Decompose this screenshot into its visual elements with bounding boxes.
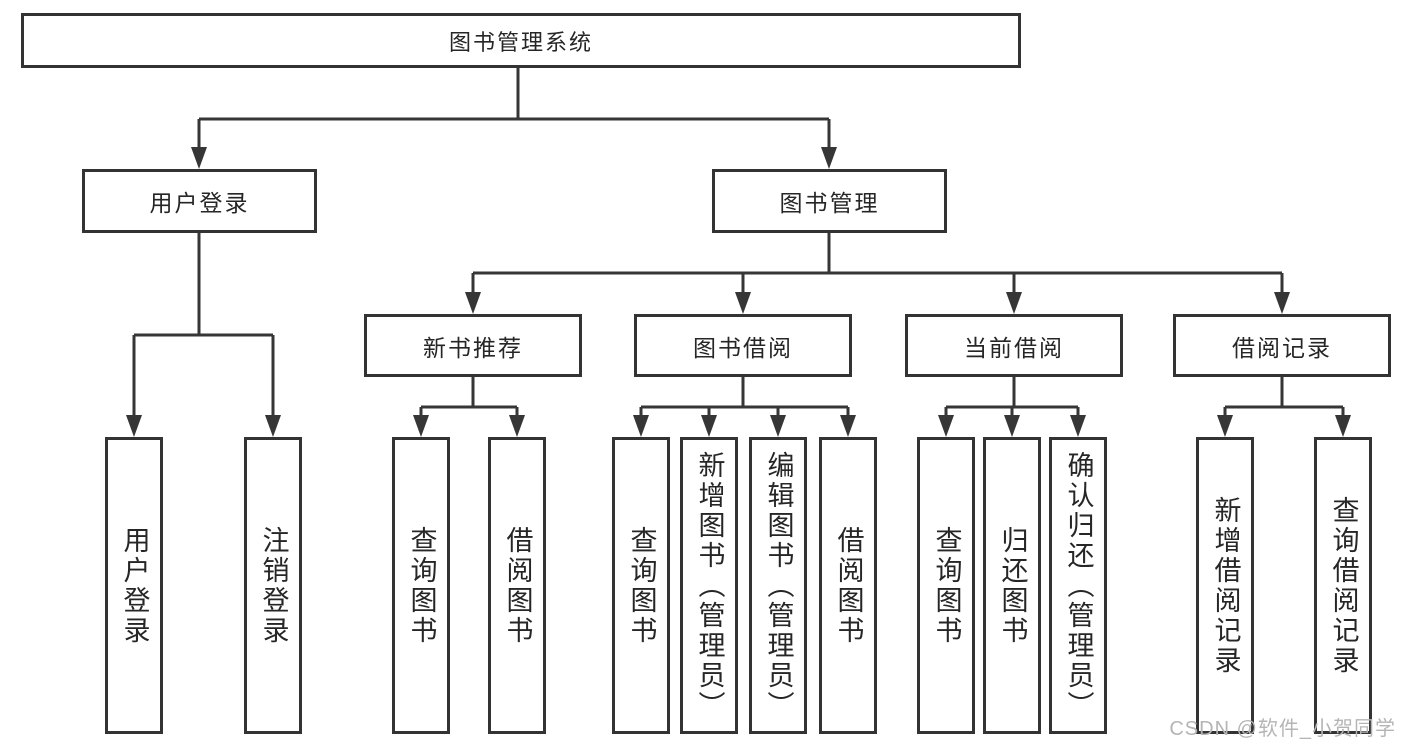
node-current-borrow: 当前借阅 [905,314,1123,377]
node-book-borrow: 图书借阅 [634,314,852,377]
node-label: 图书管理系统 [448,29,593,55]
leaf-label: 借阅图书 [833,525,864,646]
node-label: 用户登录 [149,190,250,216]
leaf-add-borrow-record: 新增借阅记录 [1196,437,1254,734]
leaf-label: 归还图书 [997,525,1028,646]
leaf-query-borrow-record: 查询借阅记录 [1314,437,1372,734]
node-user-login: 用户登录 [82,169,317,233]
leaf-label: 查询图书 [931,525,962,646]
watermark: CSDN @软件_小贺同学 [1169,718,1396,740]
node-book-management: 图书管理 [712,169,947,233]
node-label: 图书管理 [779,190,880,216]
leaf-label: 查询图书 [626,525,657,646]
leaf-label: 编辑图书（管理员） [763,450,794,721]
leaf-confirm-return-admin: 确认归还（管理员） [1049,437,1107,734]
leaf-label: 注销登录 [258,525,289,646]
leaf-edit-book-admin: 编辑图书（管理员） [749,437,807,734]
node-borrow-records: 借阅记录 [1173,314,1391,377]
leaf-label: 新增图书（管理员） [694,450,725,721]
leaf-logout: 注销登录 [244,437,302,734]
leaf-label: 用户登录 [119,525,150,646]
leaf-label: 查询借阅记录 [1328,495,1359,676]
leaf-return-books: 归还图书 [983,437,1041,734]
node-library-management-system: 图书管理系统 [21,13,1021,68]
node-label: 借阅记录 [1232,334,1332,361]
leaf-query-books-borrow: 查询图书 [612,437,670,734]
leaf-user-login: 用户登录 [105,437,163,734]
leaf-label: 借阅图书 [502,525,533,646]
leaf-label: 查询图书 [406,525,437,646]
leaf-add-book-admin: 新增图书（管理员） [680,437,738,734]
node-new-book-recommend: 新书推荐 [364,314,582,377]
leaf-query-books-current: 查询图书 [917,437,975,734]
node-label: 当前借阅 [964,334,1064,361]
leaf-borrow-books: 借阅图书 [819,437,877,734]
node-label: 图书借阅 [693,334,793,361]
leaf-label: 新增借阅记录 [1210,495,1241,676]
leaf-borrow-books-recommend: 借阅图书 [488,437,546,734]
node-label: 新书推荐 [423,334,523,361]
leaf-label: 确认归还（管理员） [1063,450,1094,721]
leaf-query-books-recommend: 查询图书 [392,437,450,734]
